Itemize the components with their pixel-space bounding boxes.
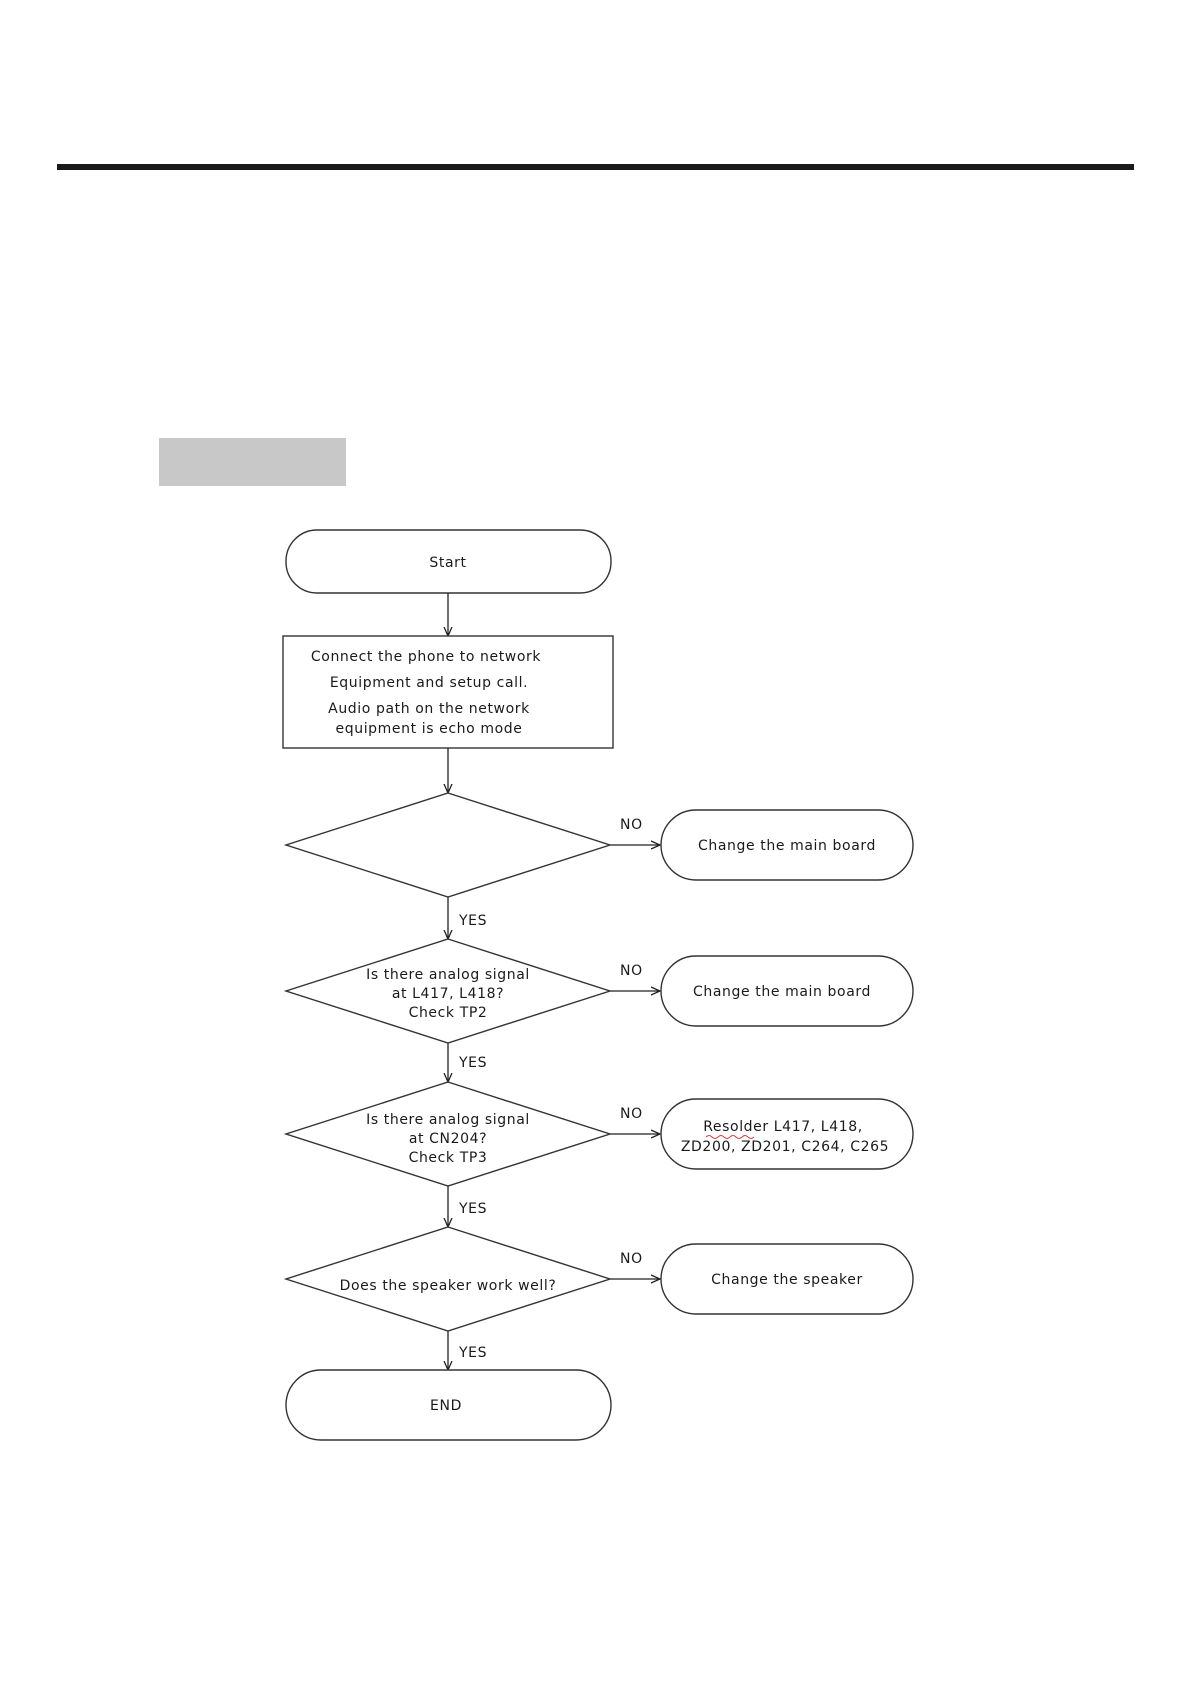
decision-1-yes-label: YES: [458, 913, 487, 929]
decision-2-no-action: Change the main board: [660, 955, 914, 1027]
setup-line-1: Connect the phone to network: [311, 649, 541, 665]
decision-3-line-2: at CN204?: [409, 1131, 487, 1147]
decision-3-no-action-line-1: Resolder L417, L418,: [703, 1119, 863, 1135]
decision-3-no-action: Resolder L417, L418, ZD200, ZD201, C264,…: [660, 1098, 914, 1170]
decision-3-no-action-line-2: ZD200, ZD201, C264, C265: [681, 1139, 889, 1155]
start-terminal: Start: [285, 529, 612, 594]
decision-2-no-action-label: Change the main board: [693, 984, 871, 1000]
start-label: Start: [429, 555, 466, 571]
decision-2-yes-label: YES: [458, 1055, 487, 1071]
setup-line-2: Equipment and setup call.: [330, 675, 528, 691]
decision-4-no-label: NO: [620, 1251, 643, 1267]
setup-line-3: Audio path on the network: [328, 701, 530, 717]
header-rule: [57, 164, 1134, 170]
setup-line-4: equipment is echo mode: [336, 721, 523, 737]
decision-4-no-action: Change the speaker: [660, 1243, 914, 1315]
section-heading-tab: [159, 438, 346, 486]
spellcheck-underline: [705, 1135, 755, 1139]
decision-4-no-action-label: Change the speaker: [711, 1272, 863, 1288]
decision-1-no-action: Change the main board: [660, 809, 914, 881]
decision-2-line-1: Is there analog signal: [366, 967, 530, 983]
setup-process-box: Connect the phone to network Equipment a…: [282, 635, 614, 749]
decision-1-no-action-label: Change the main board: [698, 838, 876, 854]
decision-2-line-2: at L417, L418?: [392, 986, 504, 1002]
decision-3-line-1: Is there analog signal: [366, 1112, 530, 1128]
decision-2-no-label: NO: [620, 963, 643, 979]
end-terminal: END: [285, 1369, 612, 1441]
decision-1-diamond: [283, 792, 613, 898]
end-label: END: [430, 1398, 462, 1414]
decision-1-no-label: NO: [620, 817, 643, 833]
decision-2-line-3: Check TP2: [409, 1005, 488, 1021]
decision-3-no-label: NO: [620, 1106, 643, 1122]
decision-4-line-1: Does the speaker work well?: [340, 1278, 557, 1294]
decision-4-yes-label: YES: [458, 1345, 487, 1361]
decision-3-line-3: Check TP3: [409, 1150, 488, 1166]
decision-3-yes-label: YES: [458, 1201, 487, 1217]
